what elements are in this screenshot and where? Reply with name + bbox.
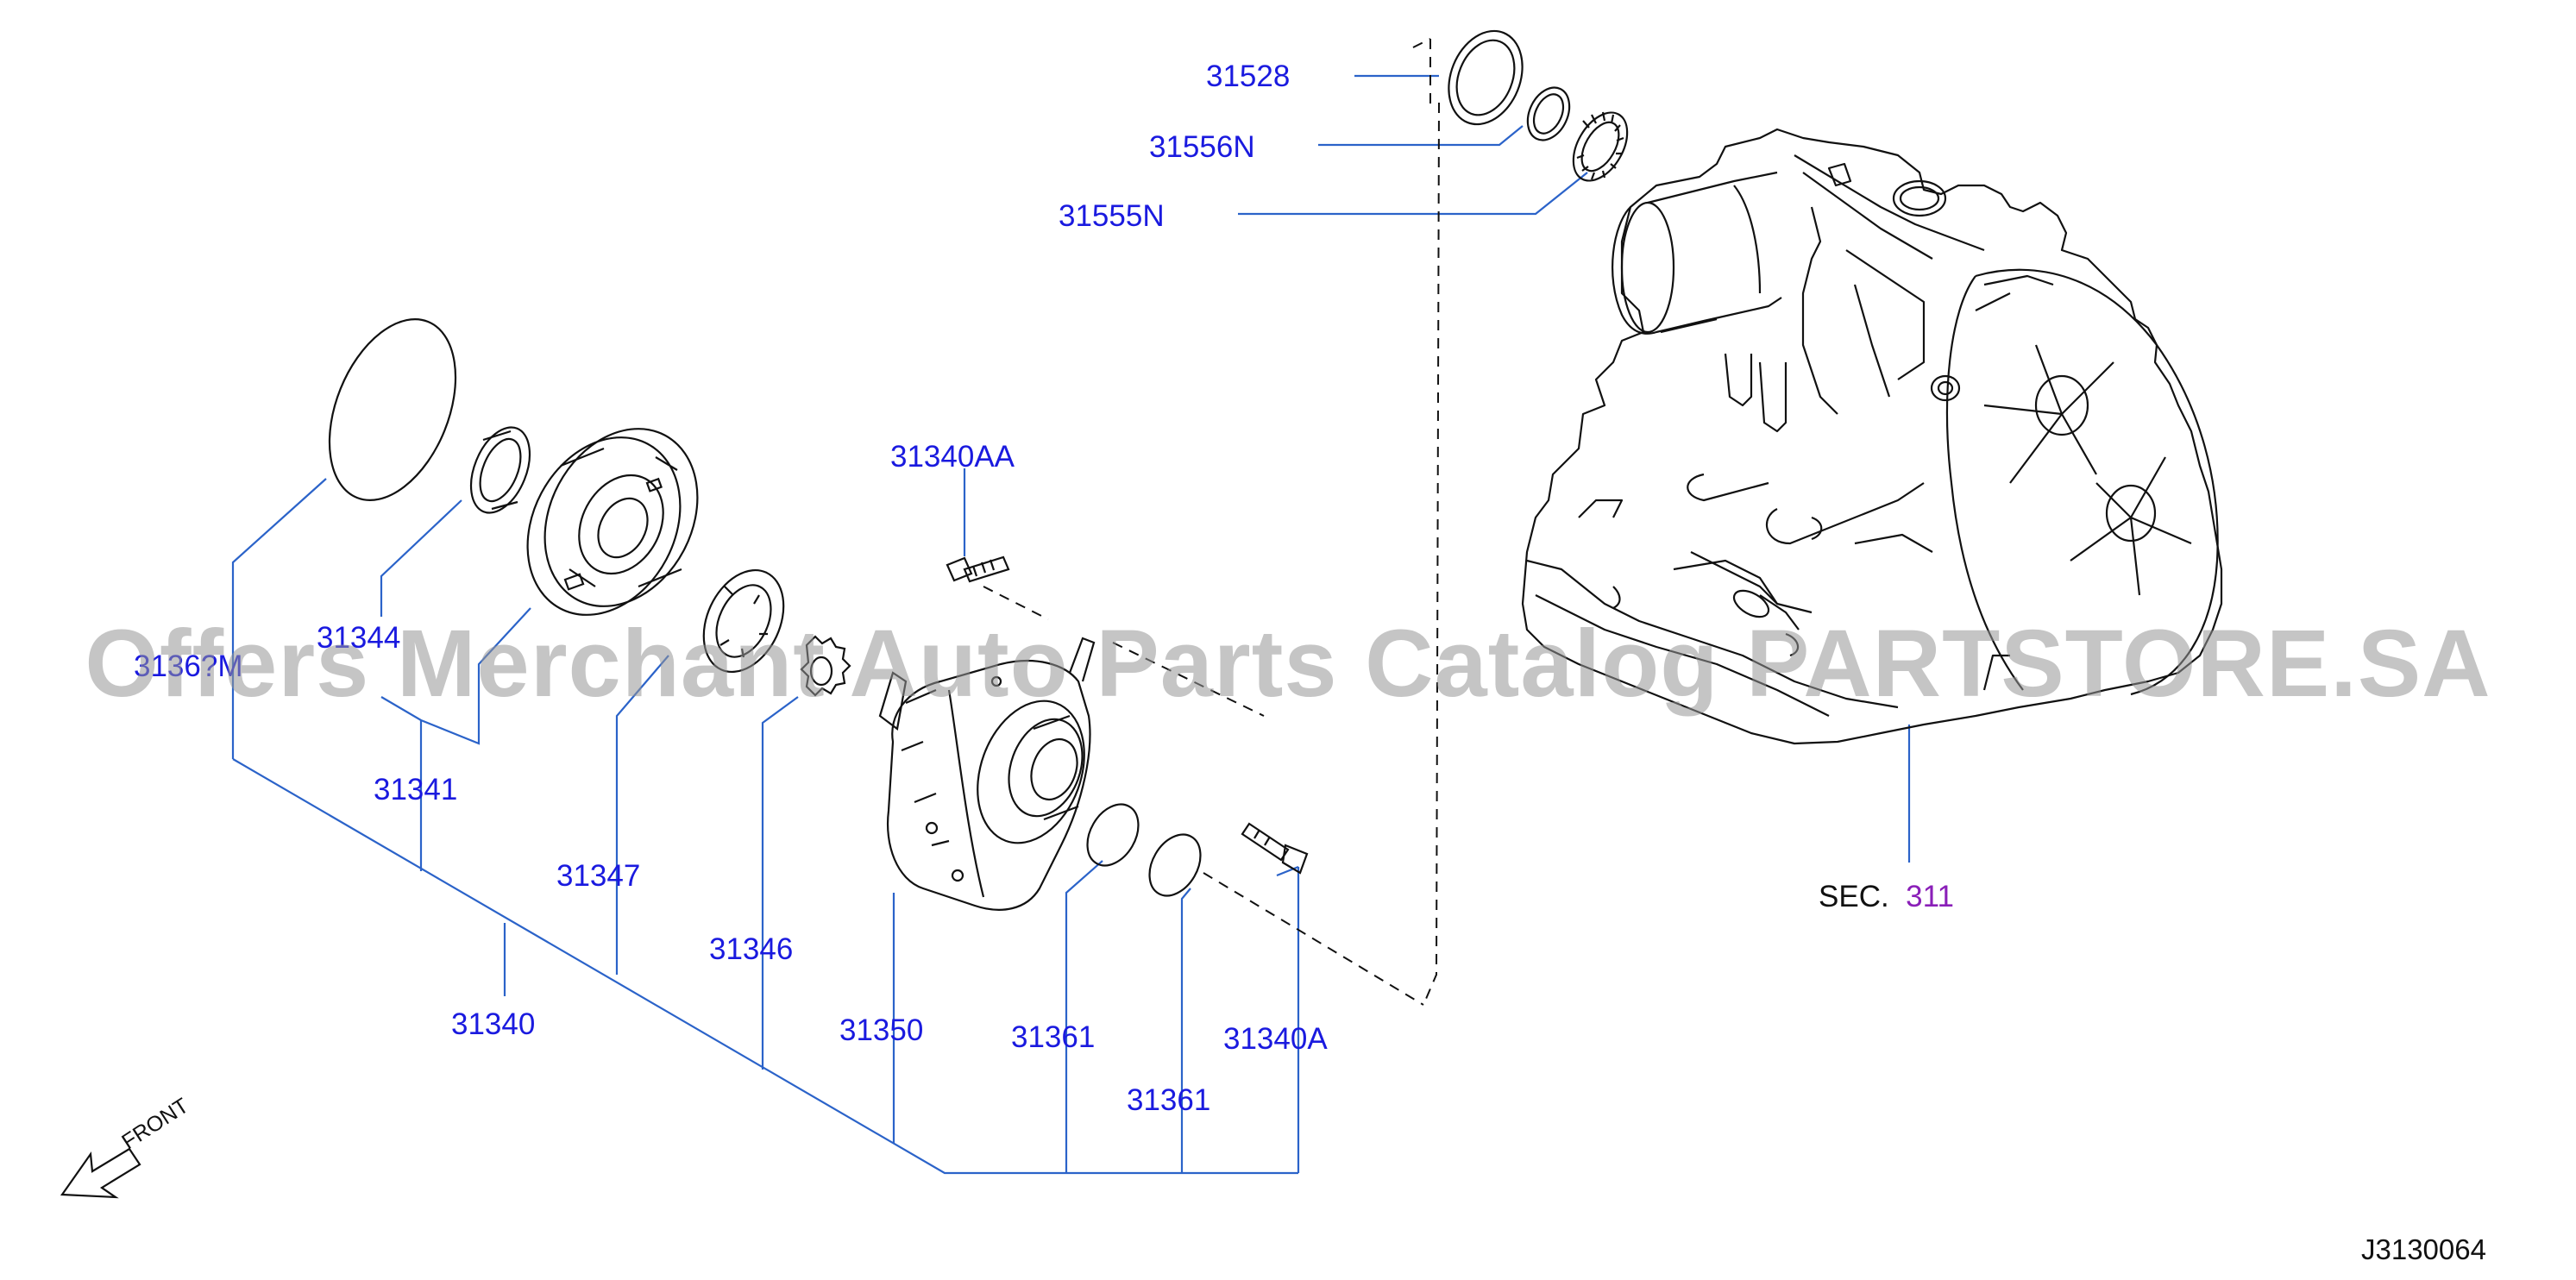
leader-31340A-hook xyxy=(1276,865,1299,877)
oil-pump-body-31350 xyxy=(878,637,1096,911)
o-ring-31361b xyxy=(1148,833,1202,897)
bolt-31340AA xyxy=(946,555,1010,583)
leader-31341 xyxy=(380,607,531,745)
callout-31347[interactable]: 31347 xyxy=(556,859,641,893)
transmission-case xyxy=(1521,128,2223,745)
leader-31555N xyxy=(1238,172,1588,216)
dashed-assembly-lines xyxy=(983,38,1441,1006)
callout-31346[interactable]: 31346 xyxy=(709,932,794,966)
leader-o-ring xyxy=(231,478,327,759)
inner-rotor-31346 xyxy=(800,635,851,697)
callout-3136M[interactable]: 3136?M xyxy=(134,649,243,683)
callout-31350[interactable]: 31350 xyxy=(839,1013,924,1047)
diagram-code: J3130064 xyxy=(2361,1233,2486,1265)
bolt-31340A xyxy=(1241,822,1309,875)
callout-31361-lower[interactable]: 31361 xyxy=(1127,1083,1211,1117)
leader-31347 xyxy=(615,655,669,975)
pump-cover-31341 xyxy=(526,436,682,616)
section-prefix: SEC. xyxy=(1819,880,1889,913)
callout-31341[interactable]: 31341 xyxy=(374,773,458,806)
o-ring-large xyxy=(328,318,457,501)
callout-31344[interactable]: 31344 xyxy=(317,621,401,655)
leader-31361a xyxy=(1065,860,1103,1173)
pump-components xyxy=(328,318,1309,911)
callout-31340AA[interactable]: 31340AA xyxy=(890,440,1015,474)
leader-lines xyxy=(231,74,1911,1175)
callout-31340A[interactable]: 31340A xyxy=(1223,1022,1328,1056)
leader-bracket-main xyxy=(232,758,1298,1175)
leader-31361b xyxy=(1180,888,1191,1173)
callout-31340[interactable]: 31340 xyxy=(451,1007,536,1041)
outer-rotor-31347 xyxy=(702,568,785,674)
washer-31556N xyxy=(1526,86,1571,141)
section-number-link[interactable]: 311 xyxy=(1906,880,1954,913)
leader-31556N xyxy=(1318,125,1524,147)
seal-rings-top xyxy=(1448,29,1629,182)
callout-31555N[interactable]: 31555N xyxy=(1059,199,1165,233)
bearing-31555N xyxy=(1572,111,1629,182)
callout-31528[interactable]: 31528 xyxy=(1206,60,1291,93)
leader-31346 xyxy=(761,696,799,1070)
leader-31344 xyxy=(380,499,462,617)
callout-31361-upper[interactable]: 31361 xyxy=(1011,1020,1096,1054)
seal-31528 xyxy=(1448,29,1524,126)
callout-31556N[interactable]: 31556N xyxy=(1149,130,1255,164)
oil-seal-31344 xyxy=(469,426,531,514)
front-arrow xyxy=(60,1147,141,1199)
o-ring-31361a xyxy=(1086,803,1140,867)
section-reference[interactable]: SEC. 311 xyxy=(1819,882,1954,912)
